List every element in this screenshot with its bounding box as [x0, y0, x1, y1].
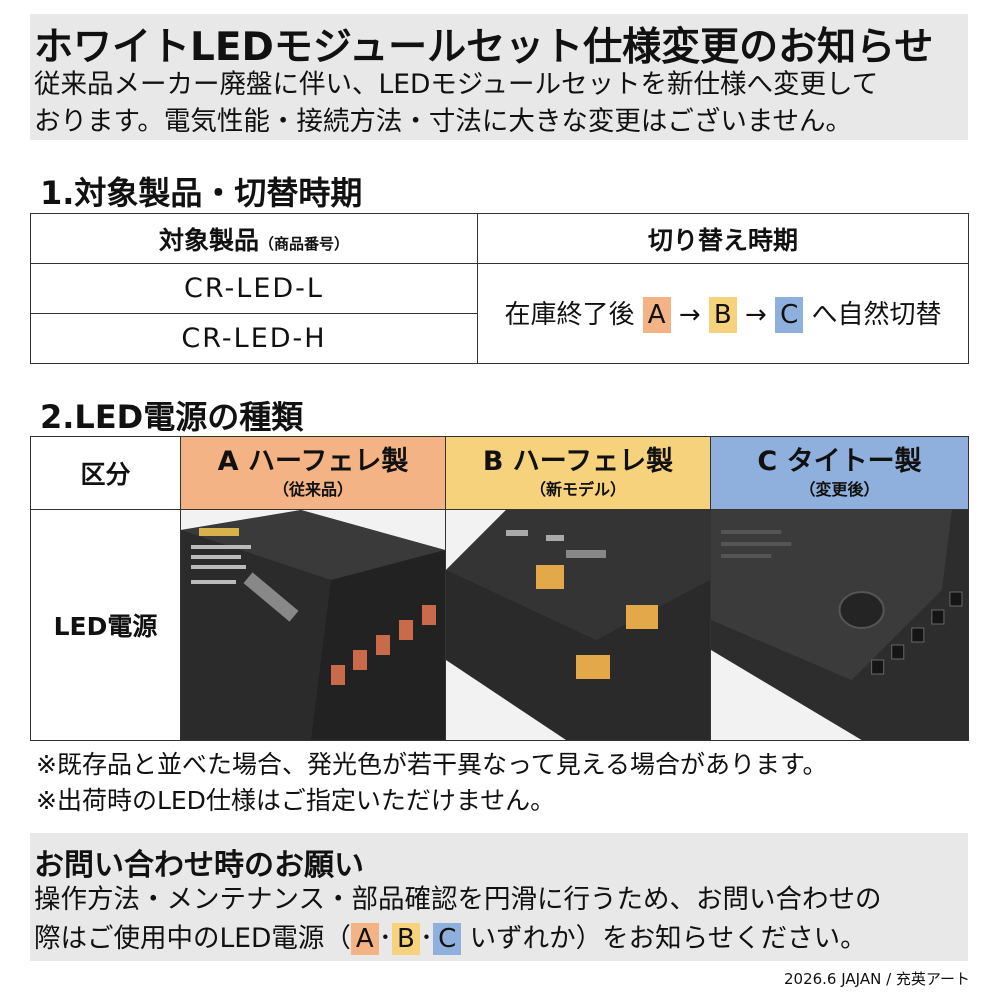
col-header-product: 対象製品（商品番号） — [30, 213, 478, 264]
header-box — [30, 14, 968, 140]
product-cell: CR-LED-H — [30, 313, 478, 364]
section2-heading: 2.LED電源の種類 — [40, 398, 304, 436]
chip-b: B — [708, 297, 737, 333]
inquiry-heading: お問い合わせ時のお願い — [34, 848, 364, 883]
footer-credit: 2026.6 JAJAN / 充英アート — [783, 970, 970, 988]
header-line-2: おります。電気性能・接続方法・寸法に大きな変更はございません。 — [34, 106, 853, 137]
page-title: ホワイトLEDモジュールセット仕様変更のお知らせ — [34, 25, 934, 70]
inquiry-line-2: 際はご使用中のLED電源（A･B･C いずれか）をお知らせください。 — [34, 923, 867, 955]
chip-a: A — [350, 923, 379, 955]
inquiry-box — [30, 833, 968, 961]
timing-cell: 在庫終了後 A → B → C へ自然切替 — [477, 263, 969, 364]
column-header-c: C タイトー製 （変更後） — [710, 436, 969, 510]
chip-a: A — [642, 297, 671, 333]
section1-heading: 1.対象製品・切替時期 — [40, 174, 363, 212]
row-label-led-power: LED電源 — [30, 509, 181, 741]
chip-b: B — [391, 923, 420, 955]
column-header-b: B ハーフェレ製 （新モデル） — [445, 436, 711, 510]
note-1: ※既存品と並べた場合、発光色が若干異なって見える場合があります。 — [36, 750, 828, 779]
inquiry-line-1: 操作方法・メンテナンス・部品確認を円滑に行うため、お問い合わせの — [34, 884, 882, 915]
photo-power-supply-a — [180, 509, 446, 741]
chip-c: C — [433, 923, 462, 955]
photo-power-supply-c — [710, 509, 969, 741]
target-products-table: 対象製品（商品番号） 切り替え時期 CR-LED-L 在庫終了後 A → B →… — [30, 213, 969, 364]
photo-power-supply-b — [445, 509, 711, 741]
chip-c: C — [775, 297, 804, 333]
column-header-a: A ハーフェレ製 （従来品） — [180, 436, 446, 510]
row-label-category: 区分 — [30, 436, 181, 510]
note-2: ※出荷時のLED仕様はご指定いただけません。 — [36, 786, 556, 815]
header-line-1: 従来品メーカー廃盤に伴い、LEDモジュールセットを新仕様へ変更して — [34, 69, 879, 100]
product-cell: CR-LED-L — [30, 263, 478, 314]
power-supply-table: 区分 A ハーフェレ製 （従来品） B ハーフェレ製 （新モデル） C タイトー… — [30, 436, 969, 741]
col-header-timing: 切り替え時期 — [477, 213, 969, 264]
